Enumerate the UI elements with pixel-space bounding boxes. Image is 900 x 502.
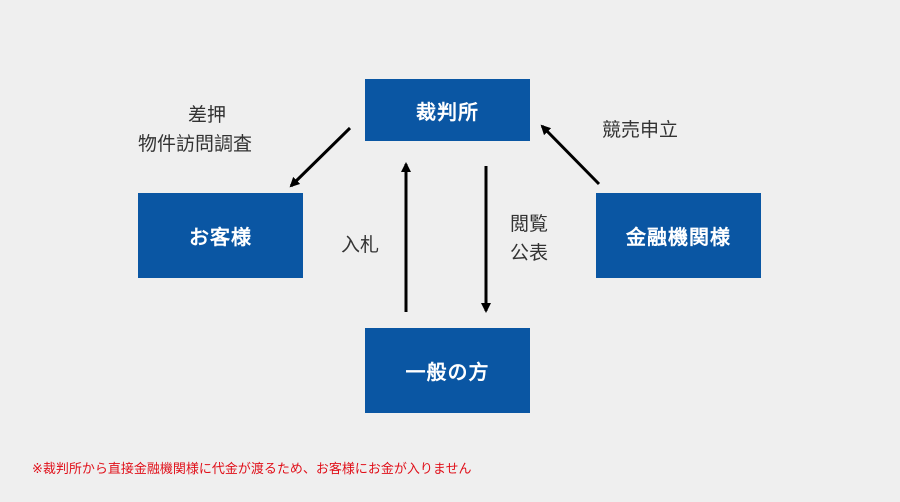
arrow-court-to-customer xyxy=(289,126,352,188)
footnote: ※裁判所から直接金融機関様に代金が渡るため、お客様にお金が入りません xyxy=(32,462,472,477)
label-viewing: 閲覧 xyxy=(510,213,549,235)
node-customer: お客様 xyxy=(138,193,303,278)
arrow-bank-to-court xyxy=(540,124,601,186)
node-public-label: 一般の方 xyxy=(405,360,490,384)
node-court-label: 裁判所 xyxy=(416,99,479,124)
node-public: 一般の方 xyxy=(365,328,530,413)
label-auction-petition: 競売申立 xyxy=(602,119,679,141)
node-bank: 金融機関様 xyxy=(596,193,761,278)
label-seize: 差押 xyxy=(188,104,227,126)
node-customer-label: お客様 xyxy=(189,225,252,249)
label-property-visit: 物件訪問調査 xyxy=(138,133,253,155)
node-court: 裁判所 xyxy=(365,79,530,141)
label-publication: 公表 xyxy=(510,242,549,264)
node-bank-label: 金融機関様 xyxy=(626,225,731,249)
label-bid: 入札 xyxy=(341,234,380,256)
